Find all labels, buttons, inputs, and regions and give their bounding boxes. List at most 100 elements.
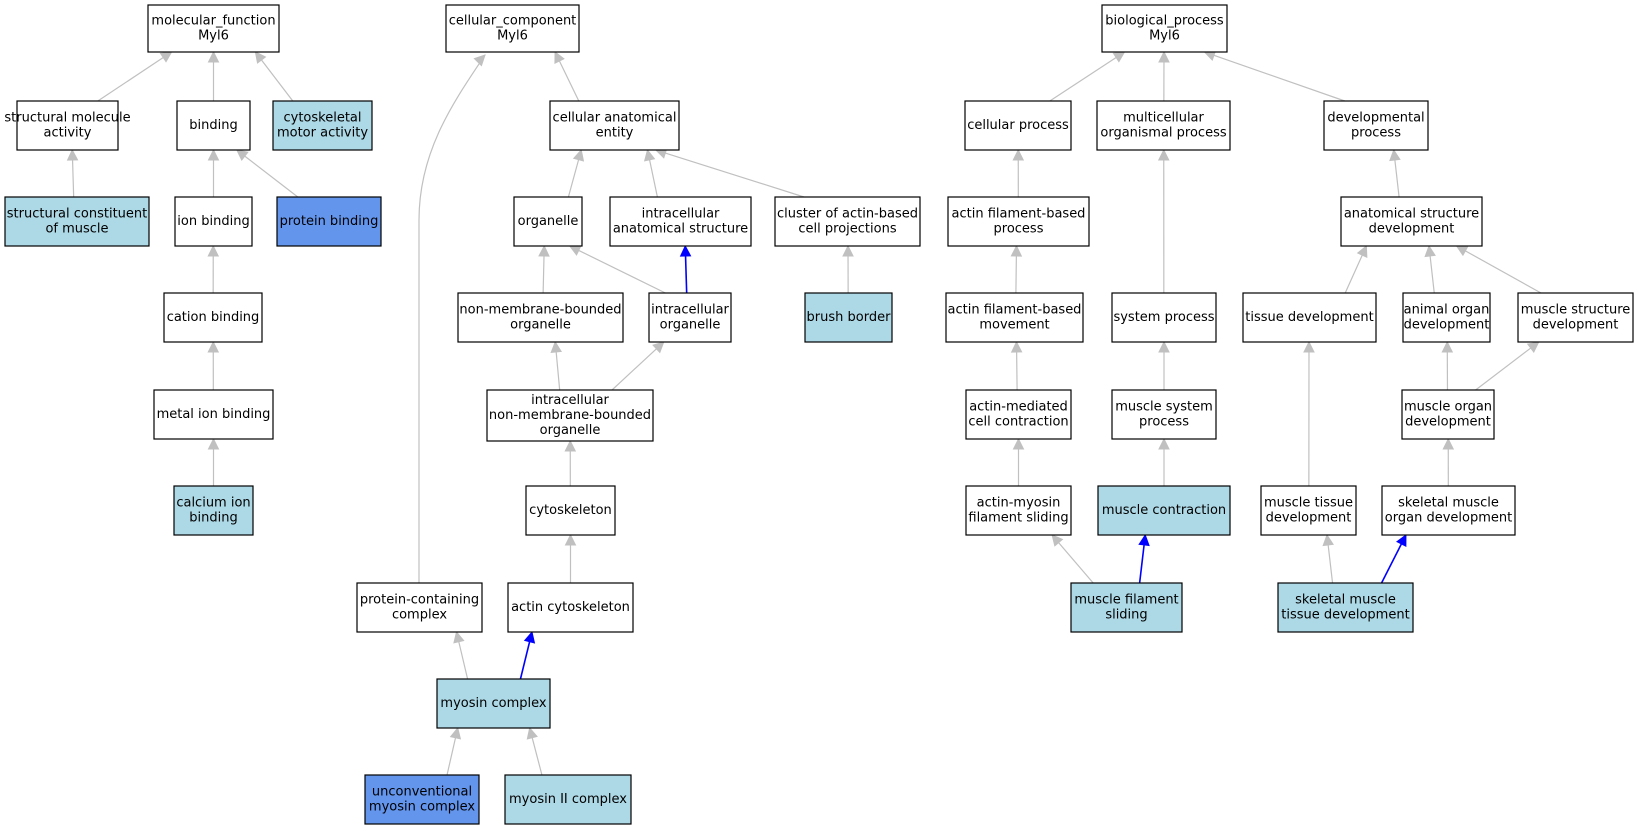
node-cation-binding: cation binding xyxy=(163,292,263,343)
edge-line xyxy=(648,159,658,198)
edge-amcc-to-afbm xyxy=(1010,340,1023,391)
edge-arrowhead xyxy=(1356,244,1368,258)
edge-arrowhead xyxy=(453,630,465,644)
node-label-line: muscle filament xyxy=(1074,593,1178,608)
node-ion-binding: ion binding xyxy=(174,196,253,247)
node-intracellular-non-membrane-bounded-organelle: intracellularnon-membrane-boundedorganel… xyxy=(486,389,654,442)
edge-arrowhead xyxy=(1389,148,1401,162)
node-protein-binding: protein binding xyxy=(276,196,382,247)
edge-cytoskel-to-inmbo xyxy=(564,439,577,487)
node-label-line: myosin complex xyxy=(369,800,475,815)
edge-td-to-asd xyxy=(1344,244,1368,294)
node-organelle: organelle xyxy=(513,196,583,247)
node-label-line: intracellular xyxy=(642,207,720,222)
edge-arrowhead xyxy=(550,340,562,353)
highlight-edge-smtd-to-smod xyxy=(1380,534,1407,584)
edge-line xyxy=(97,57,164,102)
edge-line xyxy=(458,641,469,680)
node-label-line: muscle system xyxy=(1115,400,1213,415)
node-box xyxy=(609,196,752,247)
node-label-line: actin-myosin xyxy=(977,496,1061,511)
edge-ias-to-cae xyxy=(643,148,658,198)
edge-arrowhead xyxy=(1010,340,1023,353)
node-box xyxy=(356,582,483,633)
node-label-line: of muscle xyxy=(45,222,108,237)
node-box xyxy=(549,100,680,151)
node-box xyxy=(1070,582,1183,633)
node-box xyxy=(16,100,119,151)
edge-myoc-to-pcc xyxy=(453,630,469,680)
node-box xyxy=(276,196,382,247)
node-label-line: structural molecule xyxy=(4,111,130,126)
node-label-line: protein binding xyxy=(280,214,379,229)
edge-arrowhead xyxy=(1526,341,1540,353)
node-label-line: development xyxy=(1405,415,1491,430)
highlight-edge-mfs-to-mc xyxy=(1138,533,1150,584)
edge-line xyxy=(665,152,805,198)
node-label-line: actin-mediated xyxy=(969,400,1068,415)
edge-protb-to-binding xyxy=(235,149,299,198)
edge-msd-to-asd xyxy=(1455,245,1542,294)
edge-arrowhead xyxy=(207,244,220,257)
edge-arrowhead xyxy=(254,51,267,64)
node-label-line: intracellular xyxy=(531,393,609,408)
node-label-line: complex xyxy=(392,608,447,623)
node-label-line: Myl6 xyxy=(497,29,528,44)
edge-cationb-to-ionb xyxy=(207,244,220,294)
edge-scm-to-sma xyxy=(66,148,79,198)
edge-binding-to-mf xyxy=(207,50,220,101)
node-label-line: Myl6 xyxy=(198,29,229,44)
edge-arrowhead xyxy=(1138,533,1150,547)
edge-sp-to-mop xyxy=(1157,148,1170,294)
node-label-line: organelle xyxy=(660,318,721,333)
node-system-process: system process xyxy=(1111,292,1217,343)
edge-arrowhead xyxy=(235,149,249,162)
edge-line xyxy=(1058,542,1094,584)
edge-arrowhead xyxy=(568,245,582,256)
node-label-line: process xyxy=(1139,415,1189,430)
node-box xyxy=(1340,196,1483,247)
edge-arrowhead xyxy=(1157,148,1170,161)
node-box xyxy=(173,485,254,536)
edge-smod-to-mod xyxy=(1442,437,1455,487)
edge-sma-to-mf xyxy=(97,51,173,102)
node-label-line: binding xyxy=(189,511,237,526)
node-box xyxy=(804,292,893,343)
node-box xyxy=(176,100,251,151)
edge-afbm-to-afbp xyxy=(1010,244,1023,294)
node-label-line: skeletal muscle xyxy=(1398,496,1499,511)
node-box xyxy=(436,678,551,729)
edge-line xyxy=(1465,250,1542,294)
node-box xyxy=(1401,389,1495,440)
node-binding: binding xyxy=(176,100,251,151)
edge-arrowhead xyxy=(564,533,577,546)
node-box xyxy=(1096,100,1231,151)
edge-arrowhead xyxy=(1396,534,1407,547)
edge-line xyxy=(418,54,486,583)
node-tissue-development: tissue development xyxy=(1242,292,1377,343)
edge-arrowhead xyxy=(207,50,220,63)
node-box xyxy=(525,485,616,536)
node-box xyxy=(774,196,921,247)
node-label-line: anatomical structure xyxy=(1344,207,1479,222)
node-box xyxy=(507,582,634,633)
edge-mod-to-aod xyxy=(1441,340,1454,391)
node-label-line: organelle xyxy=(510,318,571,333)
edge-msp-to-sp xyxy=(1158,340,1170,390)
node-box xyxy=(945,292,1084,343)
edge-line xyxy=(1327,544,1334,584)
edge-line xyxy=(558,60,580,102)
